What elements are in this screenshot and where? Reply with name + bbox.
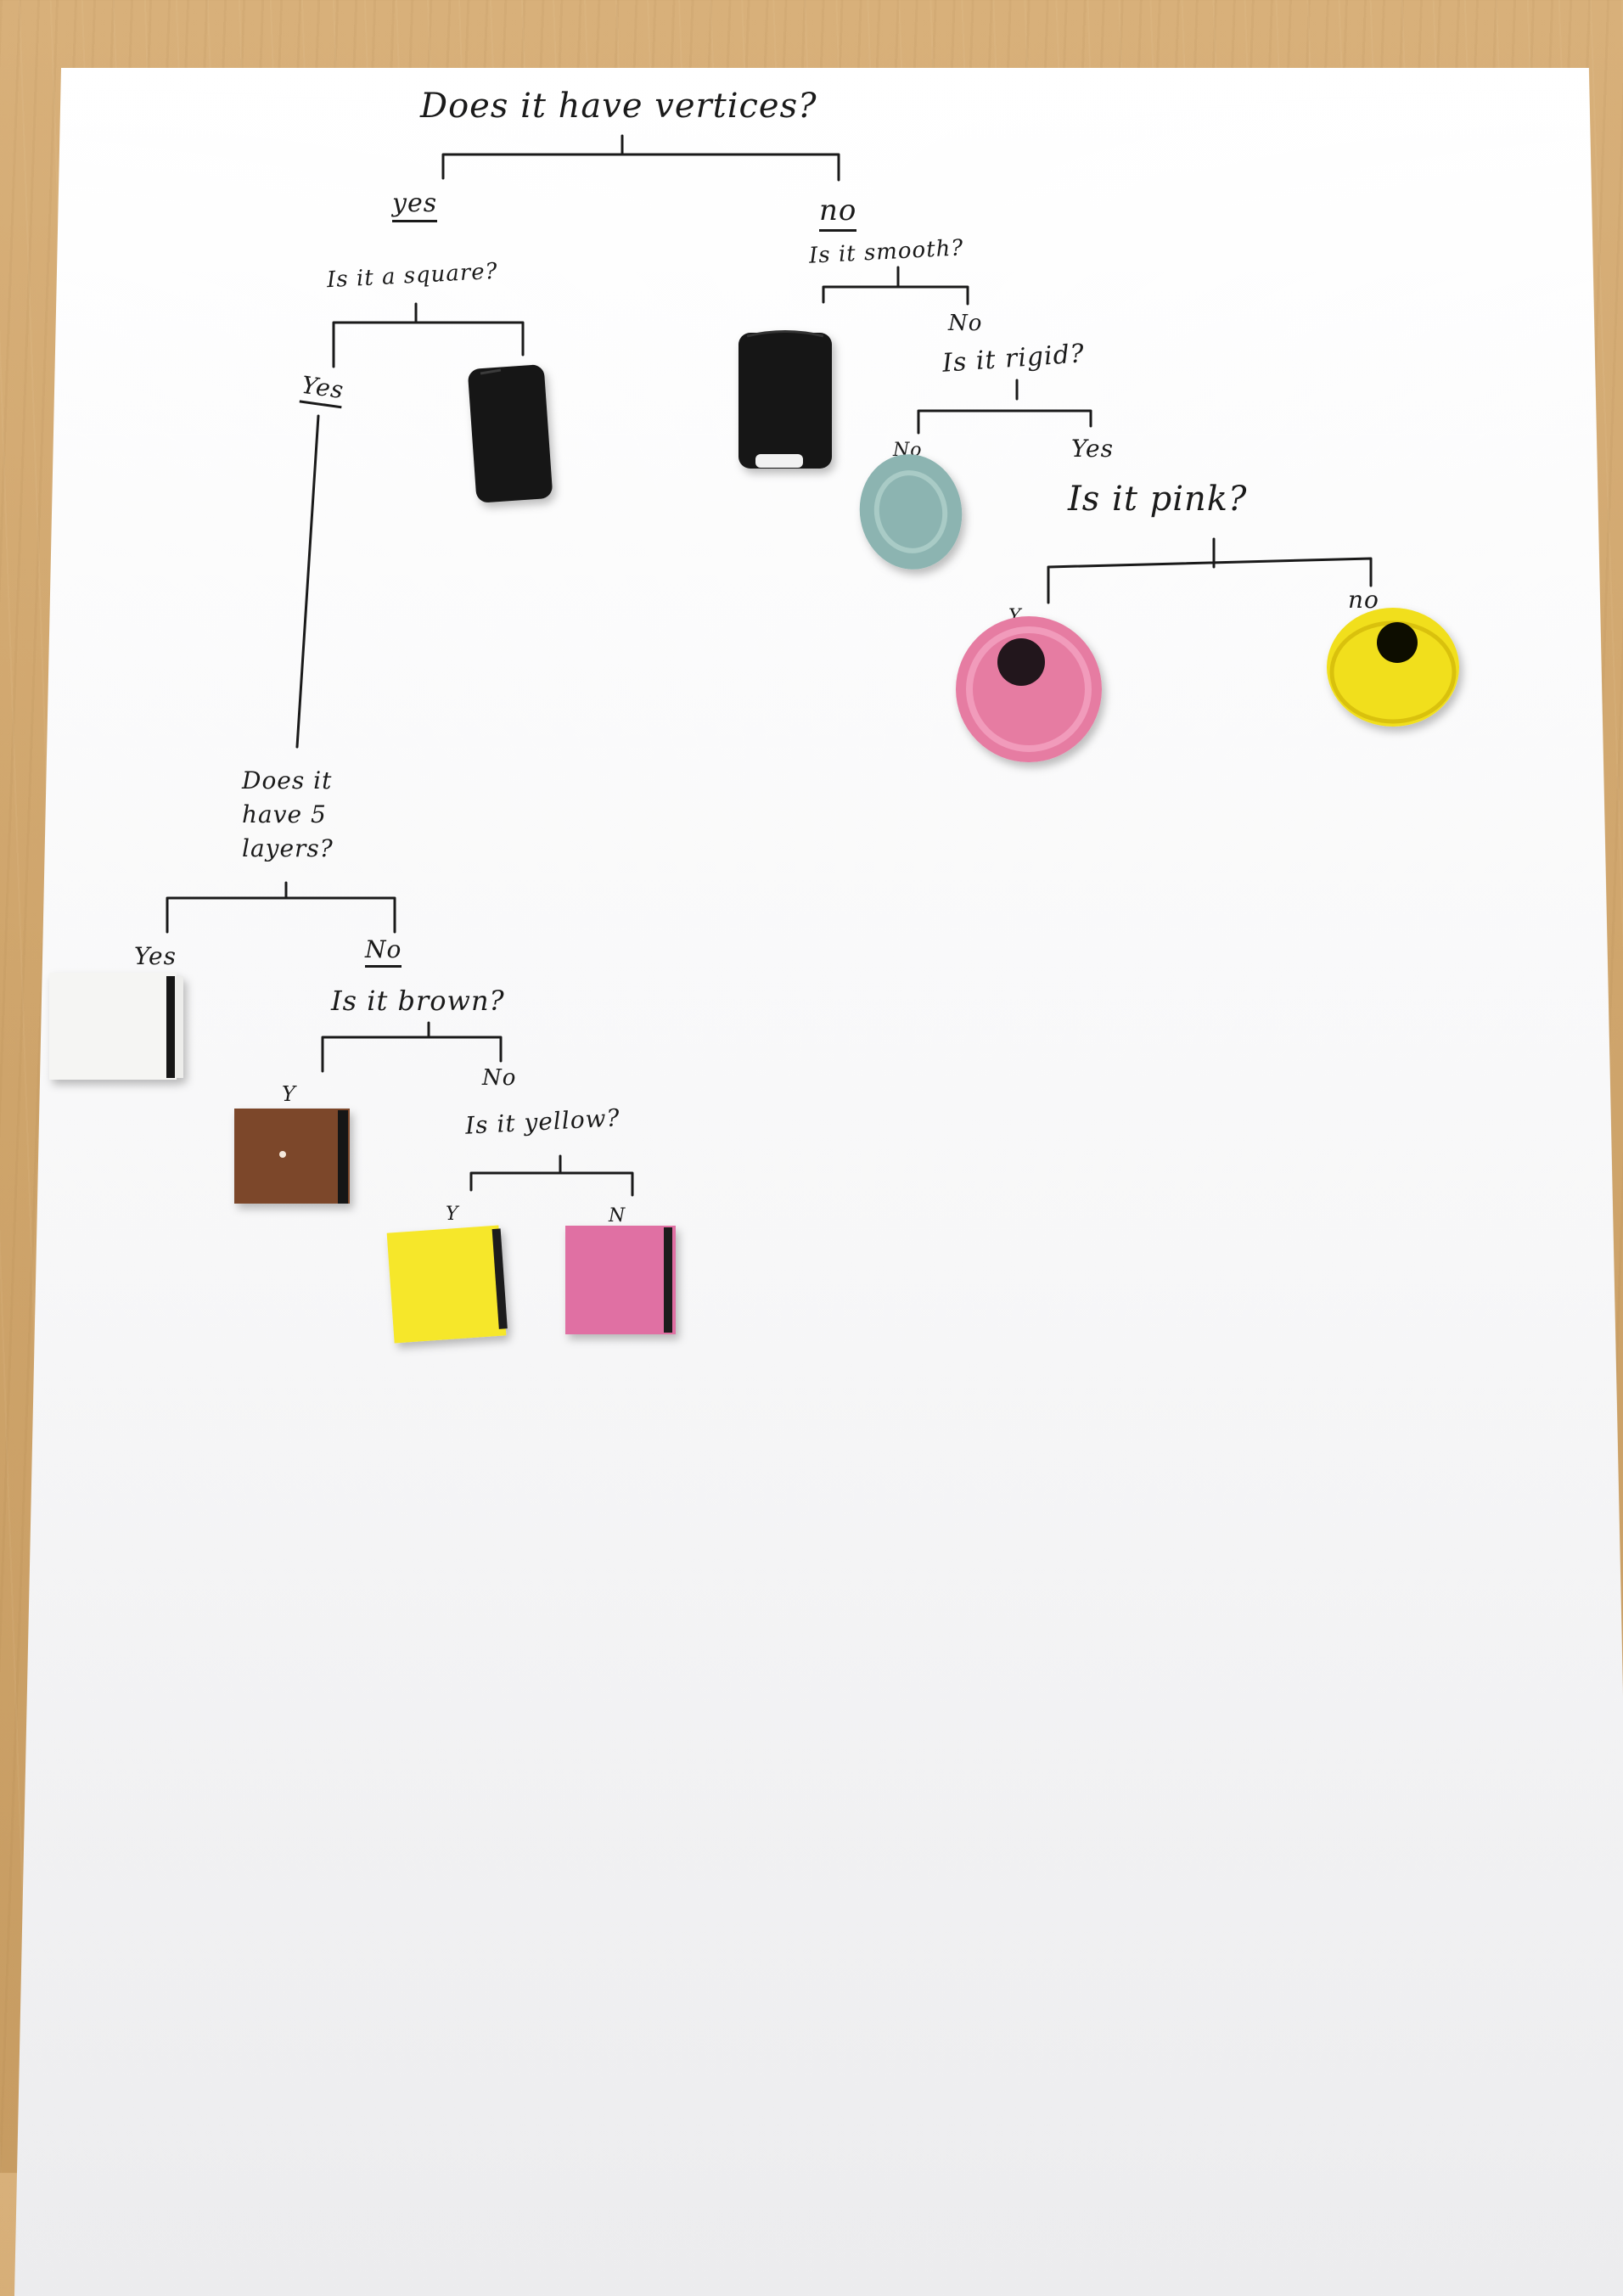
- brown-question: Is it brown?: [331, 985, 505, 1017]
- white-layer-square: [49, 973, 183, 1080]
- no-branch-label: no: [819, 194, 857, 232]
- tree-lines: [166, 134, 1373, 1197]
- root-question: Does it have vertices?: [420, 87, 817, 126]
- brown-square-sweet: [234, 1109, 350, 1204]
- yellow-square-sweet: [386, 1225, 508, 1344]
- rigid-yes-label: Yes: [1071, 435, 1114, 463]
- pink-square-sweet: [565, 1226, 676, 1334]
- pink-bertie-sweet: [956, 616, 1102, 762]
- brown-yes-label: Y: [282, 1082, 296, 1106]
- five-layers-question: Does it have 5 layers?: [242, 766, 334, 862]
- yellow-bertie-sweet: [1327, 608, 1459, 727]
- yellow-no-label: N: [609, 1205, 626, 1227]
- sweets-layer: [49, 330, 1459, 1344]
- smooth-no-label: No: [948, 311, 983, 336]
- layers-yes-label: Yes: [134, 942, 177, 970]
- black-liquorice-cylinder: [738, 330, 832, 469]
- blue-nonpareil-sweet: [859, 454, 963, 570]
- black-liquorice-roll: [468, 364, 553, 502]
- brown-no-label: No: [482, 1065, 517, 1091]
- yellow-yes-label: Y: [446, 1204, 459, 1225]
- pink-question: Is it pink?: [1068, 480, 1248, 519]
- yes-branch-label: yes: [392, 188, 438, 222]
- layers-no-label: No: [365, 935, 402, 968]
- pink-no-label: no: [1348, 586, 1379, 614]
